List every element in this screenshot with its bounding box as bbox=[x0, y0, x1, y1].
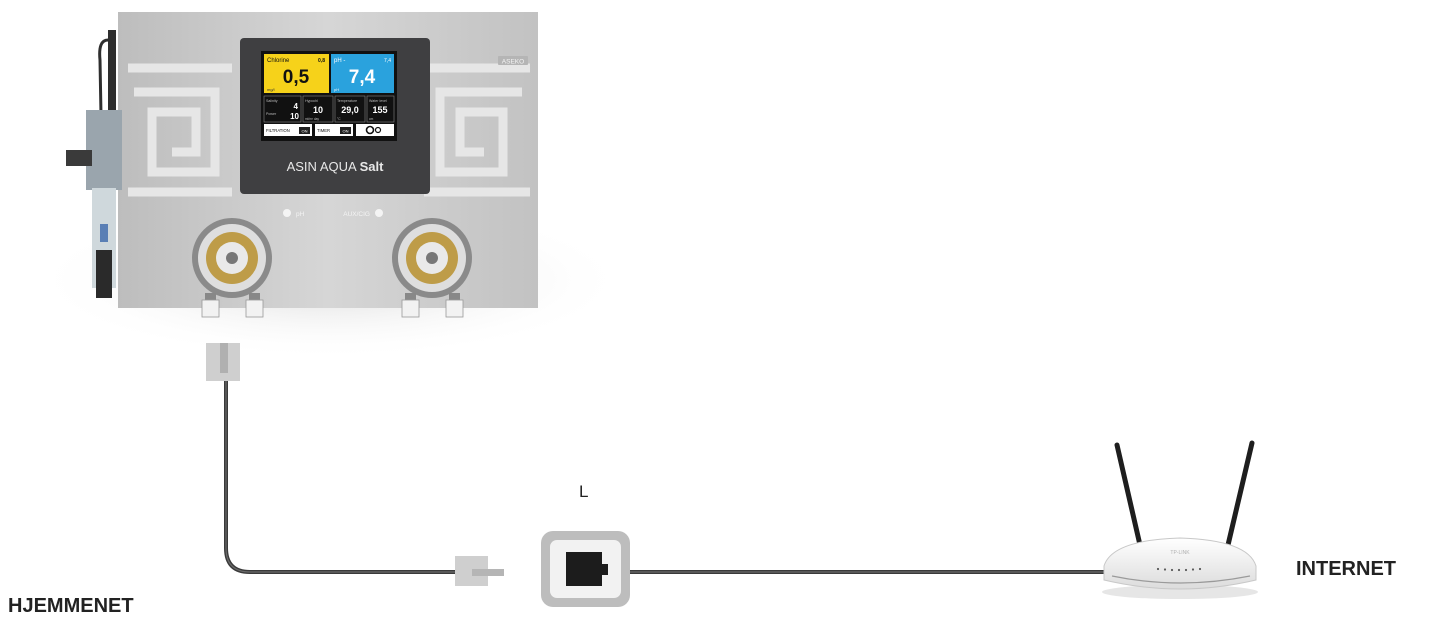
ph-corner-value: 7,4 bbox=[384, 58, 391, 64]
filtration-state: ON bbox=[302, 129, 308, 134]
lan-adapter bbox=[541, 531, 630, 607]
timer-state: ON bbox=[343, 129, 349, 134]
lan-cable-device-to-adapter bbox=[206, 343, 504, 586]
aux-pump-indicator-icon bbox=[375, 209, 383, 217]
device-name: ASIN AQUA Salt bbox=[287, 159, 384, 174]
internet-label: INTERNET bbox=[1296, 558, 1396, 581]
rj45-plug-top-clip bbox=[220, 343, 228, 373]
wifi-router: TP-LINK bbox=[1102, 443, 1258, 599]
power-value: 10 bbox=[290, 112, 299, 121]
hypochl-value: 10 bbox=[313, 105, 323, 115]
power-label: Power bbox=[266, 112, 277, 116]
ph-label: pH - bbox=[334, 58, 345, 64]
device-name-bold: Salt bbox=[360, 159, 385, 174]
hypochl-unit: ml/m³ day bbox=[305, 117, 319, 121]
aux-pump-label: AUX/CIG bbox=[343, 211, 370, 218]
timer-label: TIMER bbox=[317, 128, 330, 133]
device-name-regular: ASIN AQUA bbox=[287, 159, 360, 174]
router-antenna-right bbox=[1228, 443, 1252, 545]
hypochl-label: Hypochl bbox=[305, 99, 318, 103]
chlorine-unit: mg/l bbox=[267, 87, 275, 92]
salinity-label: Salinity bbox=[266, 99, 278, 103]
connector-label: L bbox=[579, 482, 588, 502]
controller-device: ASEKO Chlorine 0,8 0,5 mg/l pH - 7,4 7,4… bbox=[30, 12, 630, 360]
water-level-label: Water level bbox=[369, 99, 387, 103]
salinity-value: 4 bbox=[294, 102, 299, 111]
water-level-value: 155 bbox=[372, 105, 387, 115]
lan-port-icon bbox=[566, 552, 602, 586]
router-brand: TP-LINK bbox=[1170, 550, 1190, 556]
chlorine-corner-value: 0,8 bbox=[318, 58, 325, 64]
ph-value: 7,4 bbox=[349, 67, 376, 88]
chlorine-label: Chlorine bbox=[267, 58, 290, 64]
router-antenna-left bbox=[1117, 445, 1140, 545]
brand-badge-text: ASEKO bbox=[502, 59, 524, 66]
ph-pump-indicator-icon bbox=[283, 209, 291, 217]
home-network-label: HJEMMENET bbox=[8, 595, 134, 618]
ph-unit: pH bbox=[334, 87, 339, 92]
rj45-plug-side-clip bbox=[472, 569, 504, 576]
filtration-label: FILTRATION bbox=[266, 128, 290, 133]
water-level-unit: cm bbox=[369, 117, 374, 121]
temperature-label: Temperature bbox=[337, 99, 357, 103]
router-body bbox=[1104, 538, 1256, 589]
chlorine-value: 0,5 bbox=[283, 67, 310, 88]
ph-pump-label: pH bbox=[296, 211, 305, 218]
temperature-value: 29,0 bbox=[341, 105, 359, 115]
